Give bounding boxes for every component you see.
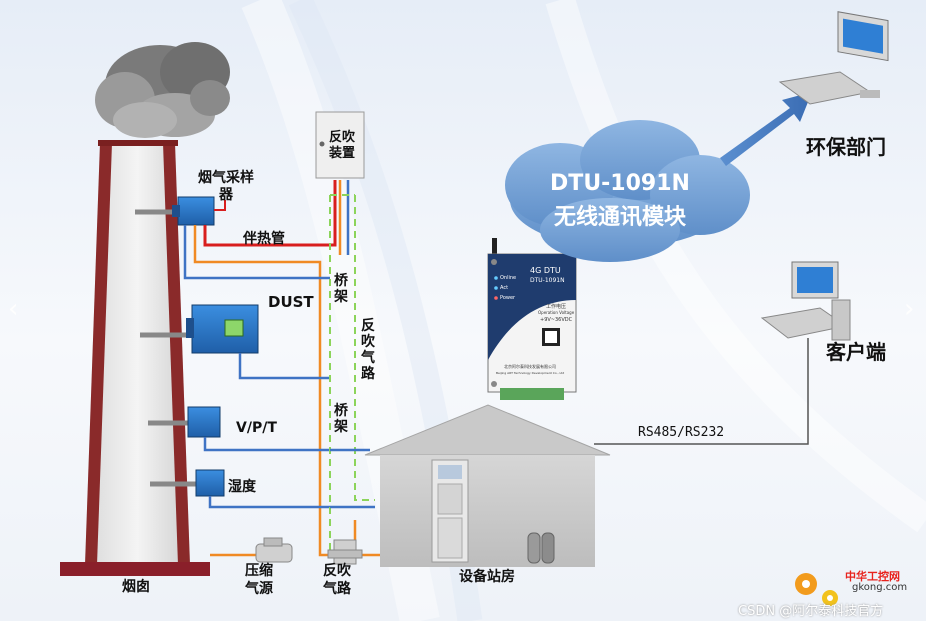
dtu-voltage: +9V~36VDC: [540, 317, 573, 323]
chimney-label: 烟囱: [122, 579, 150, 595]
humidity-label: 湿度: [228, 479, 256, 495]
humidity-meter-box: [195, 469, 225, 497]
computer-env-dept: [778, 11, 889, 105]
dtu-led-power: Power: [500, 295, 516, 301]
compressed-air-label: 压缩气源: [245, 563, 273, 597]
network-cloud: [505, 120, 750, 262]
smoke-cloud: [95, 42, 230, 138]
dtu-maker: 北京阿尔泰科技发展有限公司: [504, 364, 556, 369]
dtu-led-act: Act: [500, 285, 509, 291]
backblow-gas-path-label: 反吹气路: [323, 563, 351, 597]
client-label: 客户端: [826, 340, 886, 364]
site-watermark-cn: 中华工控网: [845, 570, 900, 583]
uplink-arrow: [720, 92, 812, 166]
heat-trace-tube-label: 伴热管: [243, 231, 285, 247]
backblow-gas-path-vertical-label: 反吹气路: [361, 318, 375, 382]
dtu-voltage-label: 工作电压: [546, 304, 567, 310]
flue-gas-sampler-label: 烟气采样器: [198, 170, 254, 203]
cloud-subtitle: 无线通讯模块: [553, 205, 686, 230]
next-arrow-icon[interactable]: ›: [904, 294, 915, 324]
dtu-maker-en: Beijing ART Technology Development Co., …: [496, 371, 565, 375]
env-dept-label: 环保部门: [806, 135, 886, 159]
vpt-label: V/P/T: [236, 420, 277, 436]
equipment-station-house: [364, 404, 611, 567]
rs485-label: RS485/RS232: [638, 425, 725, 440]
dtu-title: 4G DTU: [530, 266, 561, 275]
site-watermark: gkong.com: [852, 582, 908, 593]
equipment-station-label: 设备站房: [459, 569, 515, 585]
dtu-led-online: Online: [500, 275, 517, 281]
bridge-label-lower: 桥架: [334, 403, 348, 435]
backblow-device: [315, 111, 365, 179]
dtu-voltage-en: Operation Voltage: [538, 310, 575, 315]
dtu-device: [487, 238, 577, 400]
dtu-model: DTU-1091N: [530, 277, 565, 284]
chimney: [60, 140, 210, 576]
csdn-watermark: CSDN @阿尔泰科技官方: [738, 604, 884, 619]
backblow-device-label: 反吹装置: [328, 130, 355, 161]
vpt-meter-box: [187, 406, 221, 438]
gear-logo-icon: [795, 573, 838, 606]
bridge-label-upper: 桥架: [334, 273, 348, 305]
dust-label: DUST: [268, 293, 314, 311]
compressed-air-unit: [255, 537, 363, 565]
cloud-title: DTU-1091N: [550, 171, 690, 196]
computer-client: [760, 261, 851, 341]
prev-arrow-icon[interactable]: ‹: [8, 294, 19, 324]
rs485-line: [594, 338, 809, 445]
